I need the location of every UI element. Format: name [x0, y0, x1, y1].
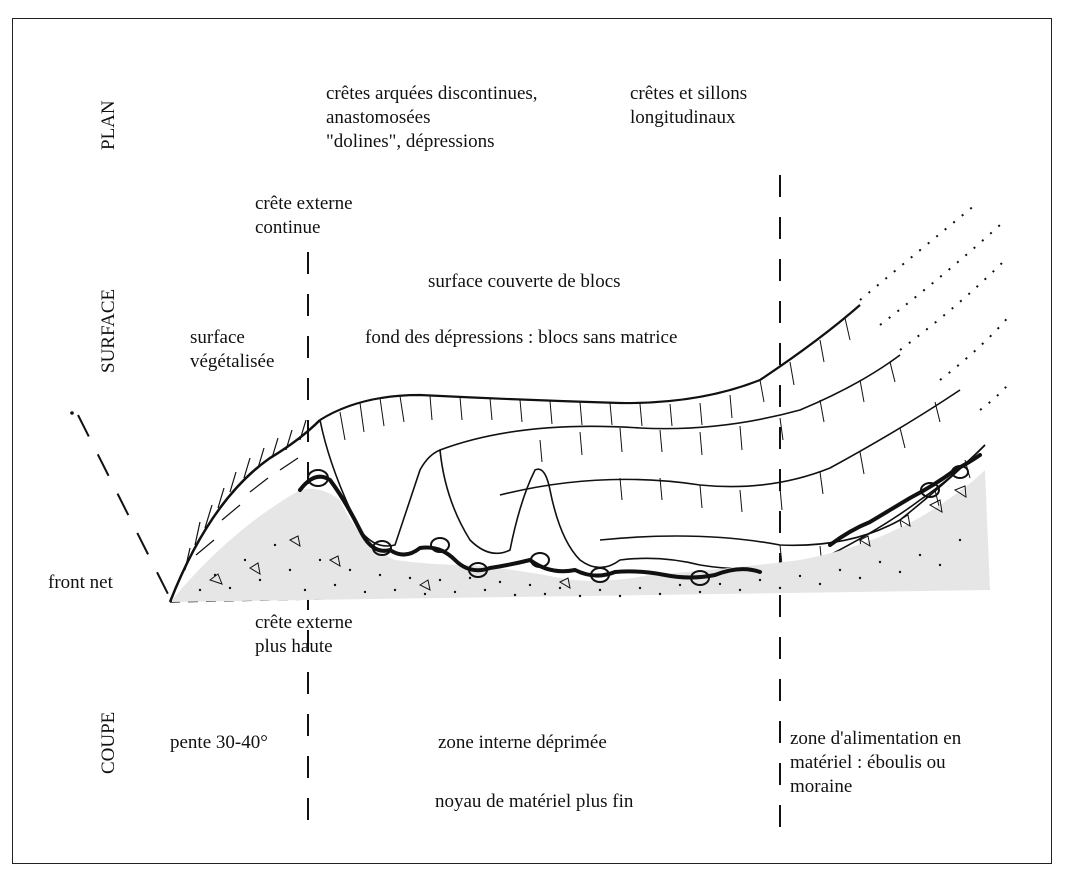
dotted-flow-lines — [860, 205, 1012, 410]
front-slope-line — [78, 415, 170, 598]
ridge-line-2 — [500, 390, 960, 495]
ridge-line-1 — [440, 355, 900, 450]
